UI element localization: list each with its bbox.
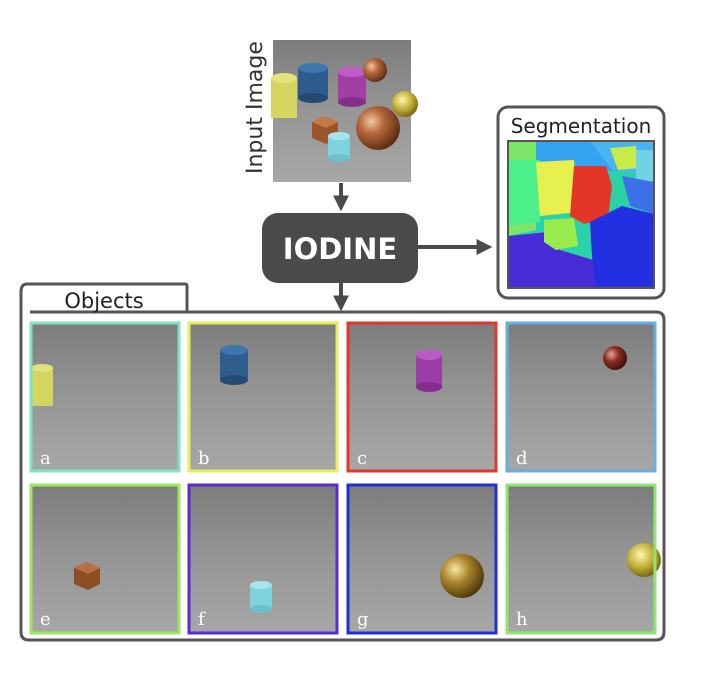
tile-h-border bbox=[505, 483, 657, 635]
tile-d-border bbox=[505, 321, 657, 473]
objects-label: Objects bbox=[64, 289, 143, 313]
tile-a-letter: a bbox=[40, 448, 51, 469]
tile-c-letter: c bbox=[357, 448, 367, 469]
tile-g-letter: g bbox=[357, 609, 369, 630]
tile-c-border bbox=[346, 321, 498, 473]
tile-f-border bbox=[187, 483, 339, 635]
tile-a-border bbox=[29, 321, 181, 473]
segmentation-map bbox=[508, 141, 654, 288]
objects-panel bbox=[19, 282, 666, 642]
tile-h-letter: h bbox=[516, 609, 528, 630]
tile-e-letter: e bbox=[40, 609, 51, 630]
tile-b-border bbox=[187, 321, 339, 473]
tile-e-border bbox=[29, 483, 181, 635]
object-tiles bbox=[31, 323, 661, 633]
iodine-label: IODINE bbox=[283, 232, 397, 266]
iodine-box bbox=[262, 213, 418, 283]
tile-b-letter: b bbox=[198, 448, 210, 469]
input-image bbox=[271, 40, 418, 182]
input-image-label: Input Image bbox=[243, 41, 268, 174]
segmentation-label: Segmentation bbox=[511, 114, 652, 138]
tile-f-letter: f bbox=[198, 609, 206, 630]
tile-g-border bbox=[346, 483, 498, 635]
tile-d-letter: d bbox=[516, 448, 528, 469]
